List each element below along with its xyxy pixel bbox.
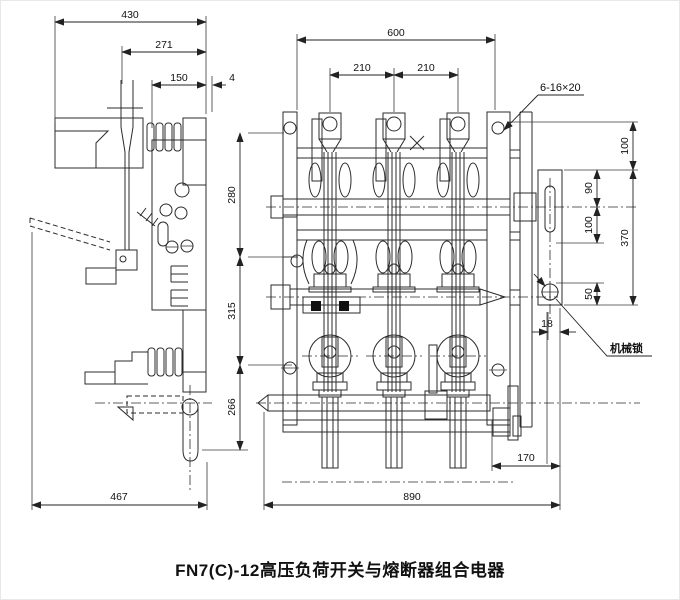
switch-pole <box>301 112 359 469</box>
front-view <box>257 111 522 469</box>
mechanical-lock-label: 机械锁 <box>610 341 643 355</box>
dim-top-overall: 430 <box>121 9 139 21</box>
operating-rod <box>182 407 199 462</box>
contact-spring-clips <box>302 239 358 285</box>
switch-pole <box>429 112 487 469</box>
technical-drawing: 430 271 150 4 600 210 210 280 315 266 10… <box>29 9 652 510</box>
dim-left-upper: 280 <box>226 186 238 204</box>
mounting-hole <box>491 121 505 135</box>
figure-caption: FN7(C)-12高压负荷开关与熔断器组合电器 <box>175 561 505 580</box>
dimension-lines <box>31 18 637 509</box>
dim-housing-width: 150 <box>170 72 188 84</box>
dim-left-middle: 315 <box>226 302 238 320</box>
switch-pole <box>365 112 423 469</box>
right-side-view <box>507 111 563 464</box>
bolt-holes-label: 6-16×20 <box>540 82 581 94</box>
dim-top-inner: 271 <box>155 39 173 51</box>
fuse-clip-symbol-lower <box>170 289 188 307</box>
dim-shaft-to-slot: 100 <box>583 216 595 234</box>
dim-plate-to-shaft: 90 <box>583 182 595 194</box>
dim-lock-bottom: 50 <box>583 288 595 300</box>
dim-pole-pitch-a: 210 <box>353 62 371 74</box>
right-frame-plate <box>486 111 511 426</box>
dimension-labels: 430 271 150 4 600 210 210 280 315 266 10… <box>110 9 631 503</box>
dim-base-left: 467 <box>110 491 128 503</box>
centerlines <box>256 206 640 483</box>
left-frame-plate <box>282 111 298 426</box>
dim-base-overall: 890 <box>403 491 421 503</box>
dim-plate-height: 370 <box>619 229 631 247</box>
left-side-view <box>29 80 212 490</box>
dim-lock-side: 18 <box>541 318 553 330</box>
dim-right-top-offset: 100 <box>619 137 631 155</box>
dim-panel-gap: 4 <box>229 72 235 84</box>
dim-front-overall: 600 <box>387 27 405 39</box>
fuse-clip-symbol-upper <box>170 265 188 283</box>
dim-base-right: 170 <box>517 452 535 464</box>
dim-left-lower: 266 <box>226 398 238 416</box>
operating-handle-dashed <box>29 217 111 251</box>
callouts: 6-16×20 机械锁 <box>503 82 652 357</box>
dim-pole-pitch-b: 210 <box>417 62 435 74</box>
